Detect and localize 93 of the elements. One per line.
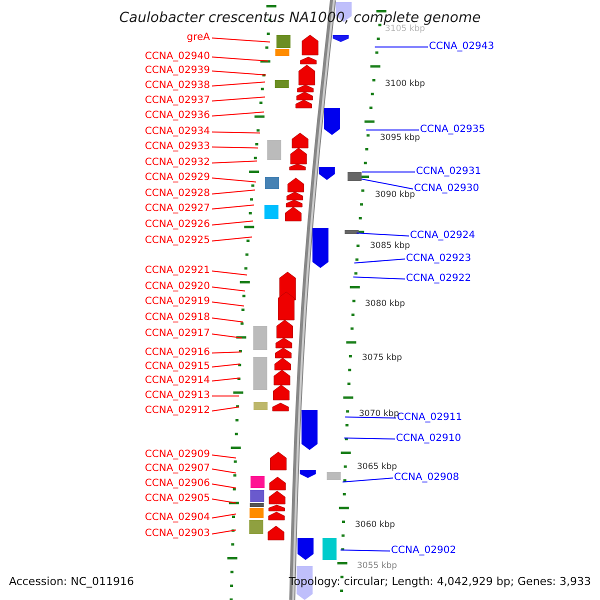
scale-label: 3070 kbp	[359, 409, 400, 419]
leader-line	[344, 416, 396, 418]
leader-line	[212, 286, 246, 292]
scale-label: 3060 kbp	[355, 520, 396, 530]
scale-label: 3080 kbp	[365, 299, 406, 309]
footer-text: Accession: NC_011916	[9, 576, 134, 588]
leader-line	[354, 258, 406, 264]
leader-line	[344, 438, 396, 440]
gene-label: CCNA_02940	[144, 51, 210, 63]
leader-line	[212, 178, 256, 182]
scale-label: 3085 kbp	[370, 241, 410, 251]
gene-label: CCNA_02922	[406, 273, 472, 285]
gene-label: CCNA_02909	[144, 449, 210, 461]
gene-label: CCNA_02918	[144, 312, 210, 324]
scale-label: 3075 kbp	[362, 353, 402, 363]
gene-label: CCNA_02929	[144, 172, 210, 184]
leader-line	[212, 56, 268, 62]
leader-line	[212, 70, 266, 76]
gene-label: CCNA_02937	[144, 95, 210, 107]
leader-line	[374, 46, 428, 48]
gene-label: CCNA_02903	[144, 528, 210, 540]
leader-line	[352, 276, 406, 280]
gene-label: CCNA_02904	[144, 512, 210, 524]
leader-line	[212, 334, 242, 338]
gene-label: CCNA_02915	[144, 361, 210, 373]
leader-line	[212, 220, 254, 226]
gene-label: CCNA_02924	[410, 230, 476, 242]
gene-label: CCNA_02928	[144, 188, 210, 200]
gene-label: CCNA_02934	[144, 126, 210, 138]
gene-label: CCNA_02933	[144, 141, 210, 153]
scale-label: 3100 kbp	[385, 79, 426, 89]
leader-line	[212, 96, 266, 102]
gene-label: CCNA_02921	[144, 265, 210, 277]
scale-label: 3065 kbp	[357, 462, 398, 472]
gene-label: CCNA_02926	[144, 219, 210, 231]
gene-label: CCNA_02938	[144, 80, 210, 92]
gene-label: CCNA_02931	[416, 166, 482, 178]
gene-label: CCNA_02935	[420, 124, 486, 136]
leader-line	[212, 302, 244, 306]
leader-line	[212, 82, 266, 86]
leader-line	[212, 484, 236, 488]
gene-label: CCNA_02905	[144, 493, 210, 505]
gene-label: CCNA_02916	[144, 347, 210, 359]
scale-label: 3095 kbp	[380, 133, 420, 143]
map-title: Caulobacter crescentus NA1000, complete genome	[118, 10, 482, 26]
footer-text: Topology: circular; Length: 4,042,929 bp; Genes: 3,933	[288, 576, 591, 588]
leader-line	[212, 364, 240, 368]
leader-line	[212, 132, 260, 134]
gene-label: CCNA_02911	[397, 412, 462, 424]
leader-line	[212, 514, 236, 518]
gene-label: CCNA_02913	[144, 390, 210, 402]
leader-line	[212, 468, 236, 474]
gene-label: CCNA_02927	[144, 203, 210, 215]
leader-line	[212, 146, 258, 148]
leader-line	[212, 378, 240, 382]
gene-label: CCNA_02943	[429, 41, 494, 53]
gene-label: CCNA_02930	[414, 183, 480, 195]
leader-line	[340, 550, 390, 552]
scale-label: 3090 kbp	[375, 190, 416, 200]
gene-label: CCNA_02908	[394, 472, 460, 484]
leader-line	[212, 352, 242, 354]
gene-label: CCNA_02907	[144, 463, 210, 475]
leader-line	[356, 232, 410, 236]
gene-label: CCNA_02923	[406, 253, 472, 265]
leader-line	[212, 318, 244, 322]
leader-line	[212, 406, 240, 412]
leader-line	[212, 530, 236, 534]
leader-line	[212, 160, 258, 164]
leader-line	[212, 236, 252, 242]
gene-label: greA	[186, 32, 210, 44]
leader-line	[212, 454, 236, 458]
leader-line	[342, 478, 394, 482]
leader-line	[212, 498, 236, 504]
scale-label: 3105 kbp	[385, 24, 426, 34]
gene-label: CCNA_02902	[391, 545, 456, 557]
leader-line	[212, 270, 248, 276]
leader-line	[360, 178, 414, 190]
gene-label: CCNA_02917	[144, 328, 210, 340]
gene-label: CCNA_02914	[144, 375, 210, 387]
gene-label: CCNA_02912	[144, 405, 210, 417]
leader-line	[212, 112, 264, 116]
gene-label: CCNA_02919	[144, 296, 210, 308]
leader-line	[212, 38, 270, 42]
gene-label: CCNA_02925	[144, 235, 210, 247]
gene-label: CCNA_02910	[396, 433, 462, 445]
gene-label: CCNA_02920	[144, 281, 210, 293]
gene-label: CCNA_02939	[144, 65, 210, 77]
leader-line	[212, 190, 256, 194]
scale-label: 3055 kbp	[357, 561, 398, 571]
gene-label: CCNA_02936	[144, 110, 210, 122]
gene-label: CCNA_02906	[144, 478, 210, 490]
gene-label: CCNA_02932	[144, 157, 210, 169]
leader-line	[212, 204, 254, 210]
